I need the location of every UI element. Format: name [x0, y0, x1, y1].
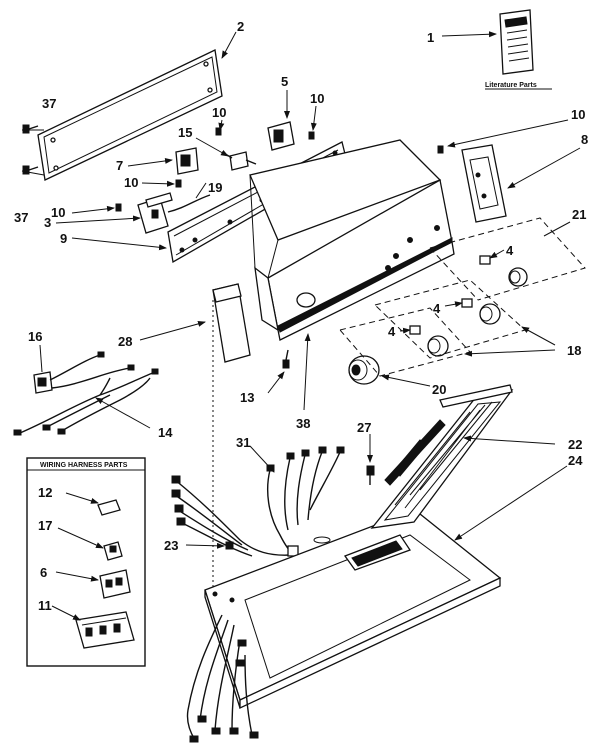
callout-22: 22 [568, 437, 582, 452]
callout-10a: 10 [212, 105, 226, 120]
end-cap [212, 283, 251, 363]
callout-10e: 10 [51, 205, 65, 220]
callout-4c: 4 [388, 324, 396, 339]
callout-24: 24 [568, 453, 583, 468]
callout-labels: 1 2 3 4 4 4 5 6 7 8 9 10 10 10 10 10 11 … [14, 19, 588, 613]
knob-18b [479, 303, 501, 325]
clip-23 [225, 541, 234, 550]
callout-31: 31 [236, 435, 250, 450]
leader-lines [21, 31, 581, 621]
knob-21 [508, 267, 528, 287]
callout-18: 18 [567, 343, 581, 358]
callout-4b: 4 [433, 301, 441, 316]
callout-10d: 10 [124, 175, 138, 190]
callout-21: 21 [572, 207, 586, 222]
callout-8: 8 [581, 132, 588, 147]
callout-9: 9 [60, 231, 67, 246]
top-panel [204, 509, 502, 710]
callout-1: 1 [427, 30, 434, 45]
rear-panel [37, 49, 223, 181]
callout-12: 12 [38, 485, 52, 500]
knob-20 [348, 355, 380, 385]
wire-19 [167, 194, 211, 213]
callout-13: 13 [240, 390, 254, 405]
switch-5 [267, 121, 295, 151]
callout-3: 3 [44, 215, 51, 230]
screw-27 [366, 465, 375, 485]
callout-6: 6 [40, 565, 47, 580]
callout-20: 20 [432, 382, 446, 397]
callout-37b: 37 [14, 210, 28, 225]
callout-10b: 10 [310, 91, 324, 106]
knob-18a [427, 335, 449, 357]
callout-5: 5 [281, 74, 288, 89]
switch-15 [221, 151, 257, 171]
screw-37-lower [22, 165, 39, 175]
callout-11: 11 [38, 598, 52, 613]
console [249, 139, 455, 341]
callout-37a: 37 [42, 96, 56, 111]
callout-23: 23 [164, 538, 178, 553]
end-cap-right [461, 144, 507, 223]
callout-2: 2 [237, 19, 244, 34]
connector-6 [99, 569, 131, 599]
callout-16: 16 [28, 329, 42, 344]
callout-14: 14 [158, 425, 173, 440]
screw-13 [282, 349, 290, 369]
lower-wire-harness [186, 614, 259, 743]
callout-15: 15 [178, 125, 192, 140]
wiring-harness-box: WIRING HARNESS PARTS [26, 457, 146, 667]
lint-screen [370, 384, 514, 529]
callout-28: 28 [118, 334, 132, 349]
callout-27: 27 [357, 420, 371, 435]
callout-10c: 10 [571, 107, 585, 122]
terminal-12 [97, 499, 121, 516]
callout-7: 7 [116, 158, 123, 173]
screw-37-upper [22, 124, 39, 134]
timer-switch [137, 192, 173, 234]
wiring-box-title: WIRING HARNESS PARTS [40, 462, 128, 469]
callout-4a: 4 [506, 243, 514, 258]
callout-19: 19 [208, 180, 222, 195]
screws-10 [115, 127, 444, 212]
literature-parts: Literature Parts [485, 9, 552, 90]
wire-harness-14 [13, 351, 159, 436]
literature-parts-caption: Literature Parts [485, 82, 537, 89]
switch-7 [175, 147, 199, 175]
wire-harness-31 [171, 446, 345, 557]
callout-38: 38 [296, 416, 310, 431]
callout-17: 17 [38, 518, 52, 533]
